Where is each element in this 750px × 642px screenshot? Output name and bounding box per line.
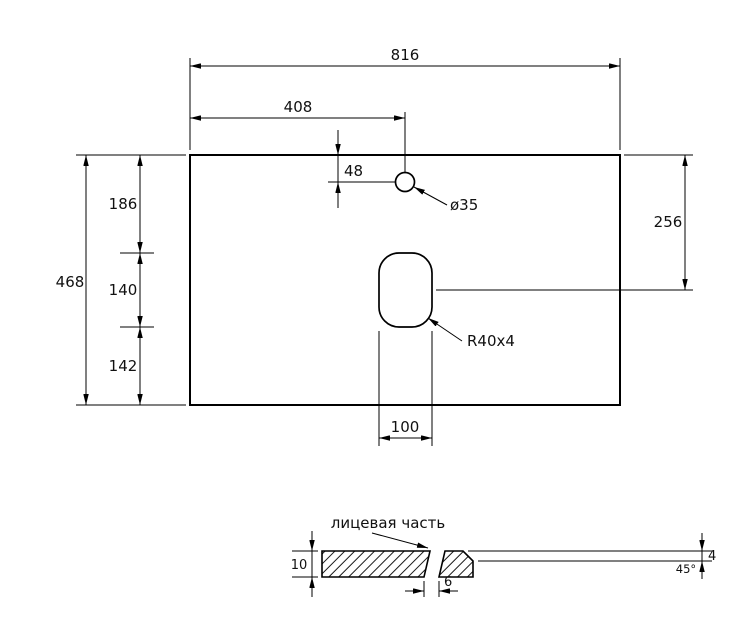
dim-cutout-width: 100 <box>378 331 433 446</box>
front-side-label: лицевая часть <box>331 514 445 549</box>
dim-top-segment-label: 186 <box>109 195 138 213</box>
cutout-radius-text: R40x4 <box>467 332 515 350</box>
section-view: лицевая часть 10 4 45° <box>291 514 716 597</box>
label-cutout-radius: R40x4 <box>427 317 515 350</box>
dim-height-total-label: 468 <box>56 273 85 291</box>
countertop-outline <box>189 154 621 406</box>
dim-hole-from-top-label: 48 <box>344 162 363 180</box>
label-chamfer-angle: 45° <box>676 562 696 576</box>
dim-height-total: 468 <box>56 154 186 406</box>
dim-width-to-hole: 408 <box>190 98 406 172</box>
faucet-hole <box>394 171 416 193</box>
dim-chamfer-height: 4 <box>468 533 716 579</box>
dim-groove-width-label: 6 <box>444 575 452 590</box>
dim-groove-width: 6 <box>405 575 458 597</box>
dim-top-to-cutout-center: 256 <box>436 154 693 291</box>
dim-width-total: 816 <box>189 46 621 150</box>
front-side-text: лицевая часть <box>331 514 445 532</box>
dim-cutout-width-label: 100 <box>391 418 420 436</box>
dim-top-to-cutout-center-label: 256 <box>654 213 683 231</box>
dim-chamfer-height-label: 4 <box>708 549 716 564</box>
dim-width-to-hole-label: 408 <box>284 98 313 116</box>
dim-width-total-label: 816 <box>391 46 420 64</box>
hole-diameter-text: ø35 <box>450 196 478 214</box>
dim-hole-from-top: 48 <box>328 130 396 208</box>
dim-middle-segment-label: 140 <box>109 281 138 299</box>
sink-cutout <box>378 252 433 328</box>
section-slab-right <box>437 550 474 578</box>
chamfer-angle-text: 45° <box>676 562 696 576</box>
dim-thickness-label: 10 <box>291 558 308 573</box>
dim-left-segments: 186 140 142 <box>109 155 154 405</box>
dim-bottom-segment-label: 142 <box>109 357 138 375</box>
label-hole-diameter: ø35 <box>413 186 478 214</box>
dim-thickness: 10 <box>291 531 318 597</box>
top-view: 816 408 48 ø35 256 <box>56 46 693 446</box>
section-slab-left <box>321 550 432 578</box>
